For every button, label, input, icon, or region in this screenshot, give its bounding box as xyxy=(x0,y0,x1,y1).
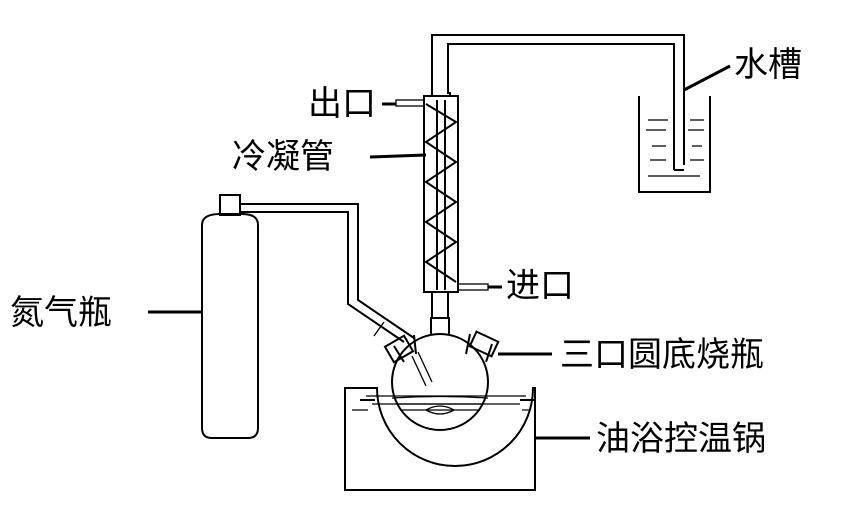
oil-bath-pot xyxy=(344,387,536,491)
leader-lines xyxy=(148,64,731,440)
label-water-tank: 水槽 xyxy=(734,45,802,85)
label-condenser: 冷凝管 xyxy=(232,137,334,177)
nitrogen-cylinder xyxy=(201,194,259,439)
label-outlet: 出口 xyxy=(308,84,376,124)
condenser-coil xyxy=(424,103,458,283)
stir-bar xyxy=(424,405,456,415)
label-three-neck-flask: 三口圆底烧瓶 xyxy=(560,335,764,375)
three-neck-flask xyxy=(383,317,500,431)
label-inlet: 进口 xyxy=(506,266,574,306)
condenser-tube xyxy=(395,92,489,318)
water-pipe xyxy=(431,34,685,171)
water-tank xyxy=(638,96,711,193)
label-nitrogen-cylinder: 氮气瓶 xyxy=(10,293,112,333)
label-oil-bath: 油浴控温锅 xyxy=(596,419,766,459)
nitrogen-gas-line xyxy=(240,203,433,387)
